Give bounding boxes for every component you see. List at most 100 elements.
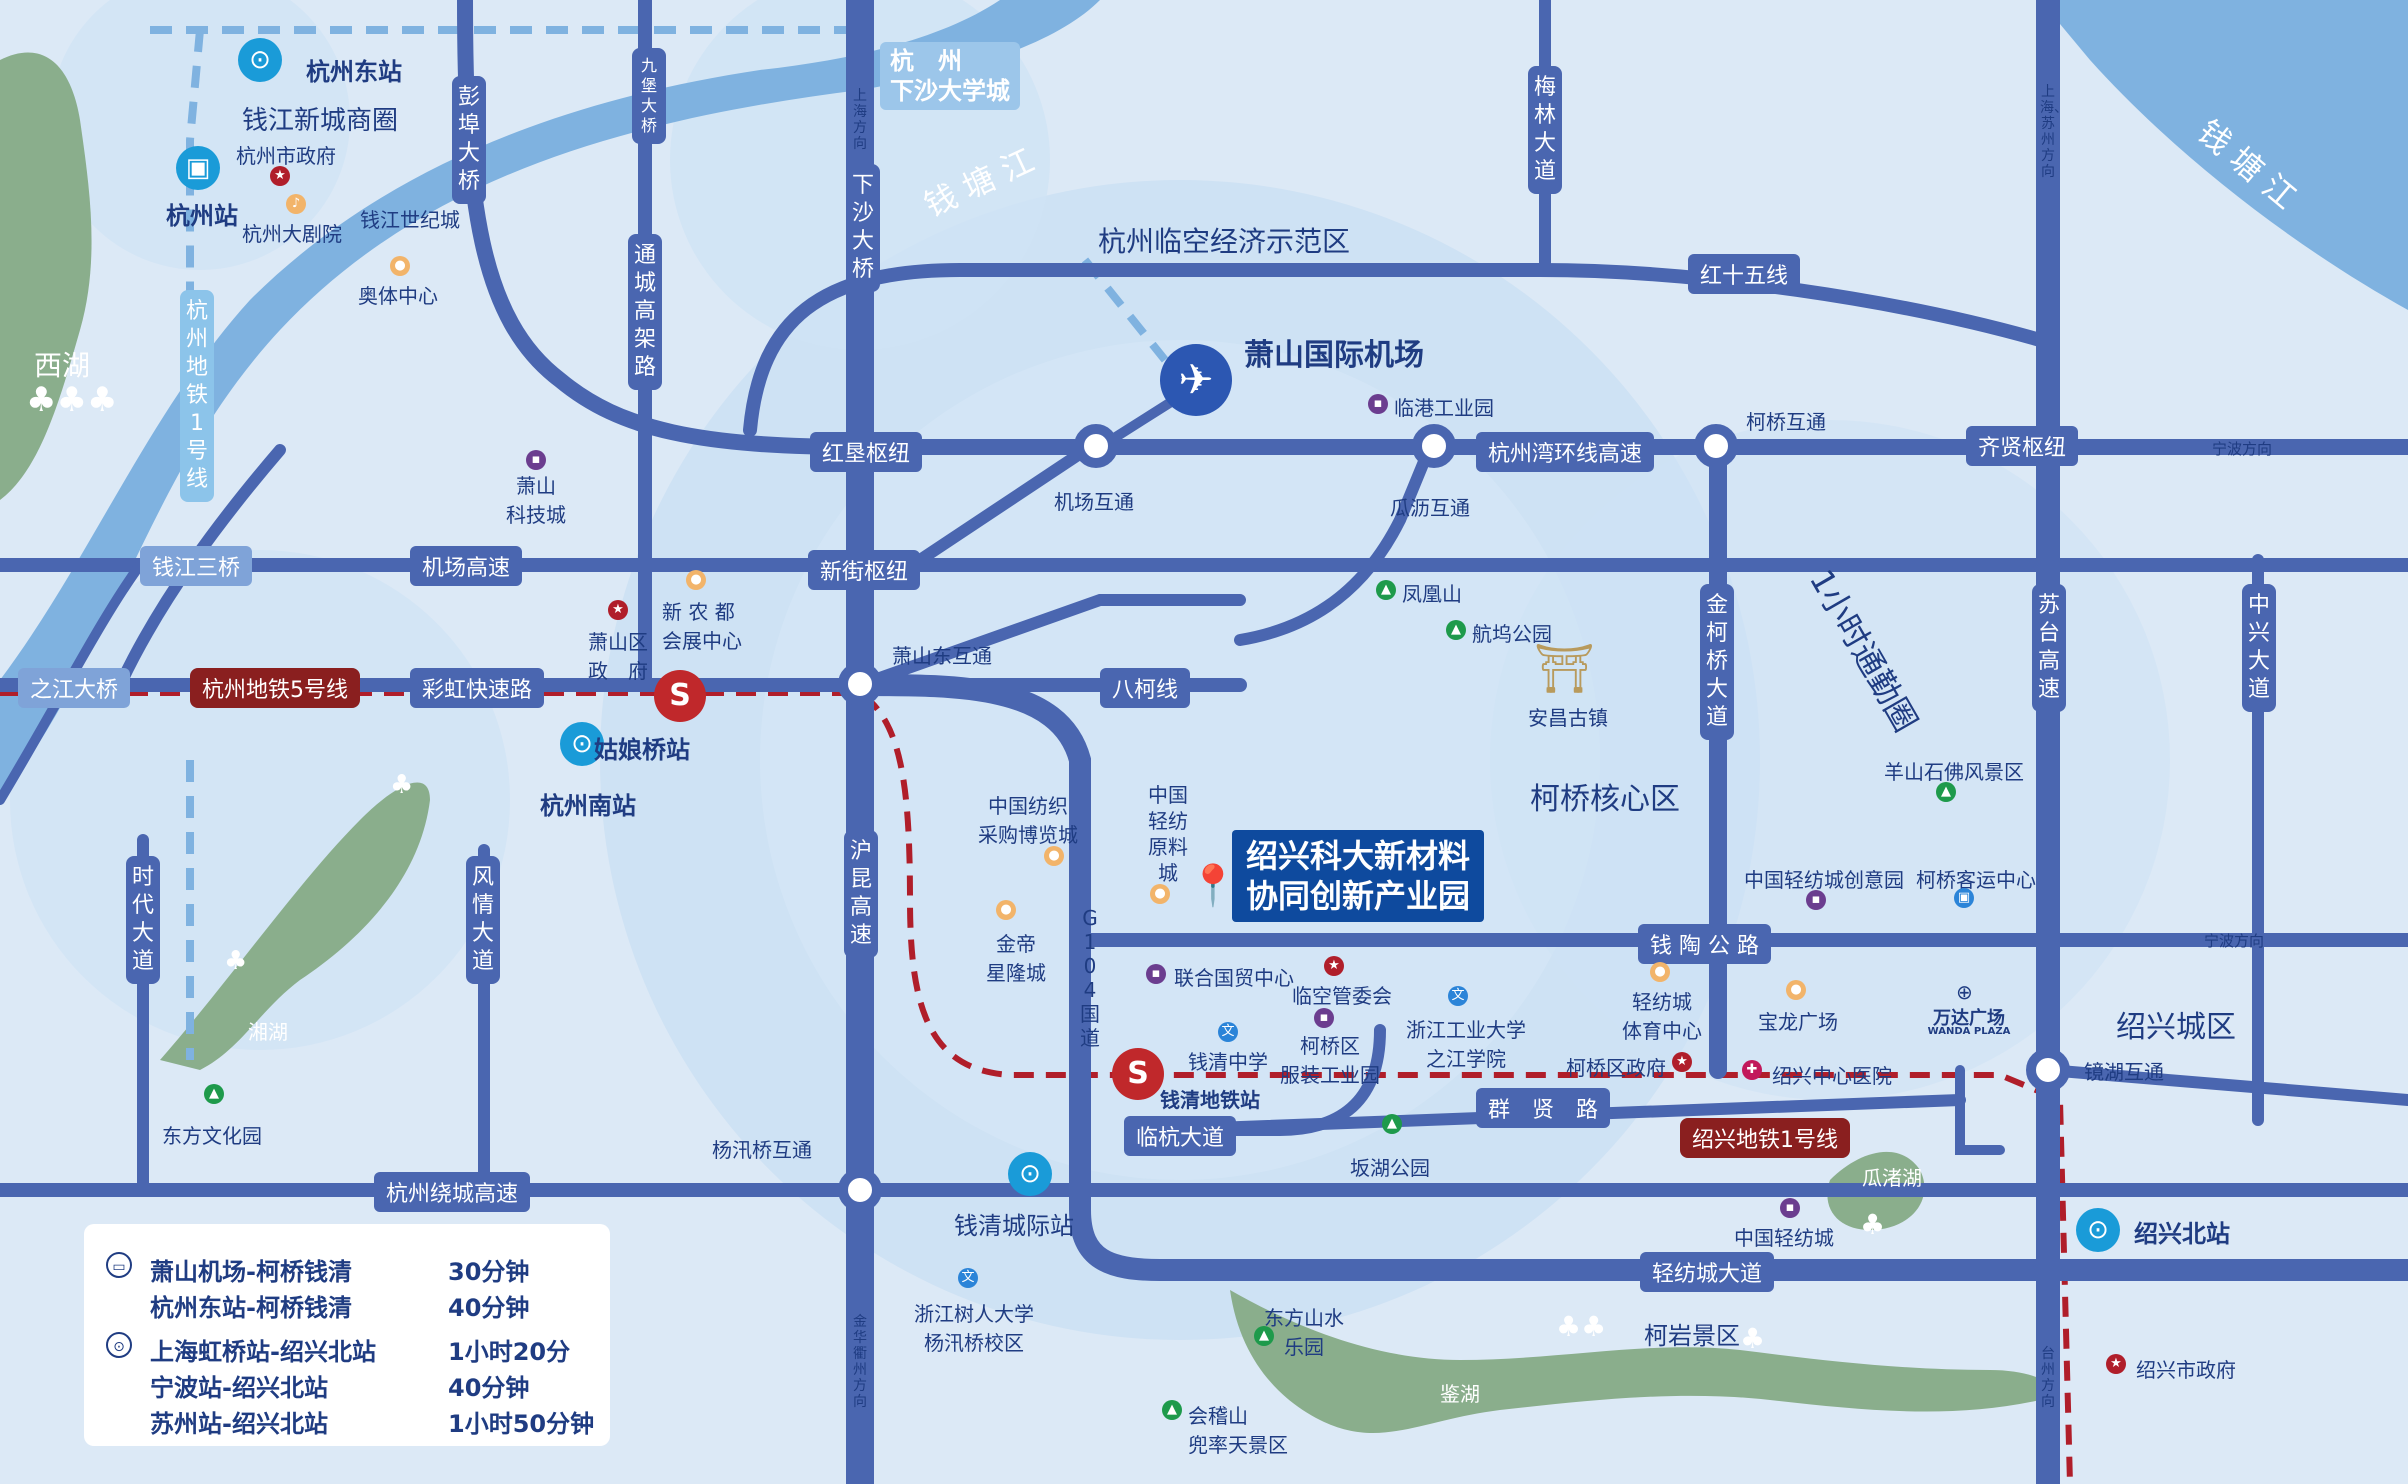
road-qiantao: 钱 陶 公 路 [1638, 924, 1771, 964]
industry-icon: ▪ [1780, 1198, 1800, 1218]
poi-sx-hospital: 绍兴中心医院 [1772, 1064, 1892, 1088]
road-meilin-ave: 梅林大道 [1528, 66, 1562, 194]
road-g104: G104国道 [1080, 906, 1100, 1050]
park-icon: ▲ [1446, 620, 1466, 640]
metro-logo-icon: S [1112, 1048, 1164, 1100]
tree-icon: ♣ [1860, 1208, 1886, 1241]
poi-light-textile-city: 中国 轻纺 原料 城 [1148, 783, 1188, 885]
area-keqiao-core: 柯桥核心区 [1530, 782, 1680, 817]
metro-logo-icon: S [654, 670, 706, 722]
interchange-node [2026, 1048, 2070, 1092]
metro-station-icon: ▣ [176, 146, 220, 190]
area-jianhu: 鉴湖 [1440, 1382, 1480, 1406]
travel-time-legend: ▭ ⊙ 萧山机场-柯桥钱清 30分钟 杭州东站-柯桥钱清 40分钟 上海虹桥站-… [84, 1224, 610, 1446]
park-icon: ▲ [1162, 1400, 1182, 1420]
tree-icon: ♣ [224, 946, 248, 976]
direction-taizhou: 台州方向 [2041, 1346, 2055, 1410]
government-icon: ★ [608, 600, 628, 620]
legend-time: 1小时20分 [448, 1338, 571, 1366]
interchange-airport: 机场互通 [1054, 490, 1134, 514]
airport-icon: ✈ [1160, 344, 1232, 416]
park-icon: ▲ [204, 1084, 224, 1104]
poi-xinnongdu: 新 农 都 会展中心 [662, 600, 742, 653]
metro-line-hz1: 杭州地铁1号线 [180, 290, 214, 502]
poi-textile-expo: 中国纺织 采购博览城 [978, 794, 1078, 847]
area-shaoxing-city: 绍兴城区 [2116, 1010, 2236, 1045]
road-airport-expressway: 机场高速 [410, 546, 523, 586]
road-caihong: 彩虹快速路 [410, 668, 545, 708]
road-qingfangcheng-ave: 轻纺城大道 [1640, 1252, 1775, 1292]
road-bake-line: 八柯线 [1100, 668, 1191, 708]
direction-ningbo-1: 宁波方向 [2212, 440, 2273, 458]
venue-icon: ● [996, 900, 1016, 920]
poi-sx-gov: 绍兴市政府 [2136, 1358, 2236, 1382]
park-icon: ▲ [1382, 1114, 1402, 1134]
poi-qianqing-school: 钱清中学 [1188, 1050, 1268, 1074]
metro-line-hz5: 杭州地铁5号线 [190, 668, 360, 708]
poi-keqiao-bus: 柯桥客运中心 [1916, 868, 2036, 892]
station-shaoxing-north: 绍兴北站 [2134, 1220, 2230, 1248]
road-pengbu-bridge: 彭埠大桥 [452, 76, 486, 204]
industry-icon: ▪ [1368, 394, 1388, 414]
industry-icon: ▪ [1146, 964, 1166, 984]
industry-icon: ▪ [1806, 890, 1826, 910]
train-station-icon: ⊙ [1008, 1152, 1052, 1196]
interchange-jinghu: 镜湖互通 [2084, 1060, 2164, 1084]
government-icon: ★ [1672, 1052, 1692, 1072]
road-sutai-exp: 苏台高速 [2032, 584, 2066, 712]
interchange-node [838, 662, 882, 706]
direction-ningbo-2: 宁波方向 [2204, 932, 2265, 950]
legend-time: 40分钟 [448, 1294, 530, 1322]
project-box: 绍兴科大新材料 协同创新产业园 [1232, 830, 1485, 922]
poi-hz-gov: 杭州市政府 [236, 144, 336, 168]
station-hangzhou-east: 杭州东站 [306, 58, 402, 86]
poi-yangshan: 羊山石佛风景区 [1884, 760, 2024, 784]
government-icon: ★ [1324, 956, 1344, 976]
poi-keqiao-gov: 柯桥区政府 [1566, 1056, 1666, 1080]
poi-hz-theater: 杭州大剧院 [242, 222, 342, 246]
road-xiasha-bridge: 下沙大桥 [846, 164, 880, 292]
venue-icon: ● [1786, 980, 1806, 1000]
location-pin-icon: 📍 [1188, 863, 1238, 909]
ancient-town-icon: ⛩ [1534, 641, 1595, 697]
poi-china-textile-city: 中国轻纺城 [1734, 1226, 1834, 1250]
poi-wanda: 万达广场 [1933, 1008, 2005, 1029]
station-qianqing-intercity: 钱清城际站 [954, 1212, 1074, 1240]
area-guazhuhu: 瓜渚湖 [1862, 1166, 1922, 1190]
venue-icon: ● [1150, 884, 1170, 904]
hospital-icon: ✚ [1742, 1060, 1762, 1080]
legend-route: 苏州站-绍兴北站 [150, 1410, 328, 1438]
area-lingkong-zone: 杭州临空经济示范区 [1098, 225, 1351, 258]
road-qixian-hub: 齐贤枢纽 [1966, 426, 2079, 466]
area-xihu: 西湖 [34, 349, 91, 382]
station-hangzhou-south: 杭州南站 [540, 792, 636, 820]
project-line-2: 协同创新产业园 [1246, 877, 1471, 915]
wanda-logo-icon: ⊕ [1956, 980, 1973, 1004]
interchange-node [1412, 424, 1456, 468]
poi-baolong: 宝龙广场 [1758, 1010, 1838, 1034]
school-icon: 文 [958, 1268, 978, 1288]
project-line-1: 绍兴科大新材料 [1246, 837, 1471, 875]
road-xinjie-hub: 新街枢纽 [808, 550, 921, 590]
poi-wanda-en: WANDA PLAZA [1927, 1026, 2011, 1037]
interchange-xiaoshan-east: 萧山东互通 [892, 644, 992, 668]
road-tongcheng-elevated: 通城高架路 [628, 234, 662, 390]
interchange-node [1074, 424, 1118, 468]
legend-route: 宁波站-绍兴北站 [150, 1374, 328, 1402]
park-icon: ▲ [1936, 782, 1956, 802]
poi-banhu-park: 坂湖公园 [1350, 1156, 1430, 1180]
road-hukun-exp: 沪昆高速 [844, 830, 878, 958]
station-guniangqiao: 姑娘桥站 [594, 736, 690, 764]
road-qianjiang-3-bridge: 钱江三桥 [140, 546, 253, 586]
road-qunxian: 群 贤 路 [1476, 1088, 1611, 1128]
train-station-icon: ⊙ [238, 38, 282, 82]
area-xiasha-university: 杭 州 下沙大学城 [880, 42, 1020, 110]
poi-zjut: 浙江工业大学 之江学院 [1406, 1018, 1526, 1071]
venue-icon: ● [686, 570, 706, 590]
poi-anchang: 安昌古镇 [1528, 706, 1608, 730]
poi-keqiao-garment: 柯桥区 服装工业园 [1280, 1034, 1380, 1087]
legend-time: 30分钟 [448, 1258, 530, 1286]
interchange-keqiao: 柯桥互通 [1746, 410, 1826, 434]
poi-xs-gov: 萧山区 政 府 [588, 630, 648, 683]
